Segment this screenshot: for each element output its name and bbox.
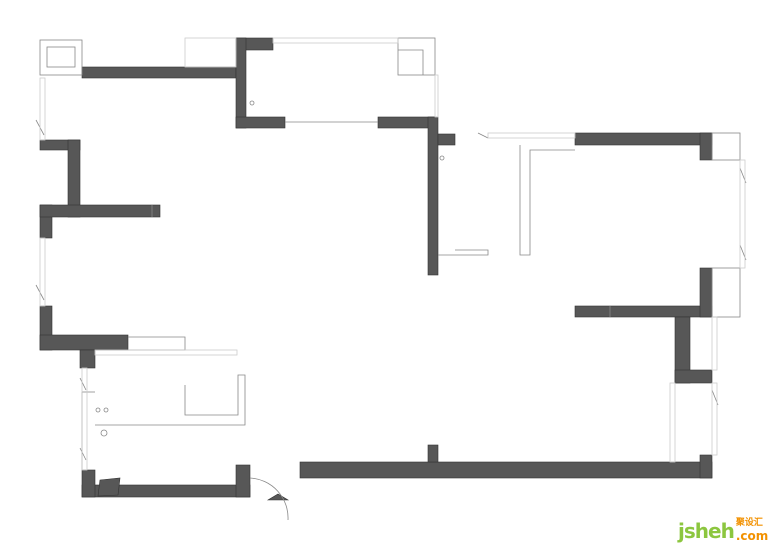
thin-lines xyxy=(35,37,747,521)
window-lines xyxy=(39,37,746,471)
jsheh-logo: jsheh 聚设汇 .com xyxy=(678,518,768,543)
logo-main: jsheh xyxy=(678,519,735,543)
logo-chinese: 聚设汇 xyxy=(735,518,763,528)
logo-suffix: 聚设汇 .com xyxy=(736,518,768,543)
logo-domain: .com xyxy=(735,529,769,543)
walls xyxy=(39,37,713,501)
